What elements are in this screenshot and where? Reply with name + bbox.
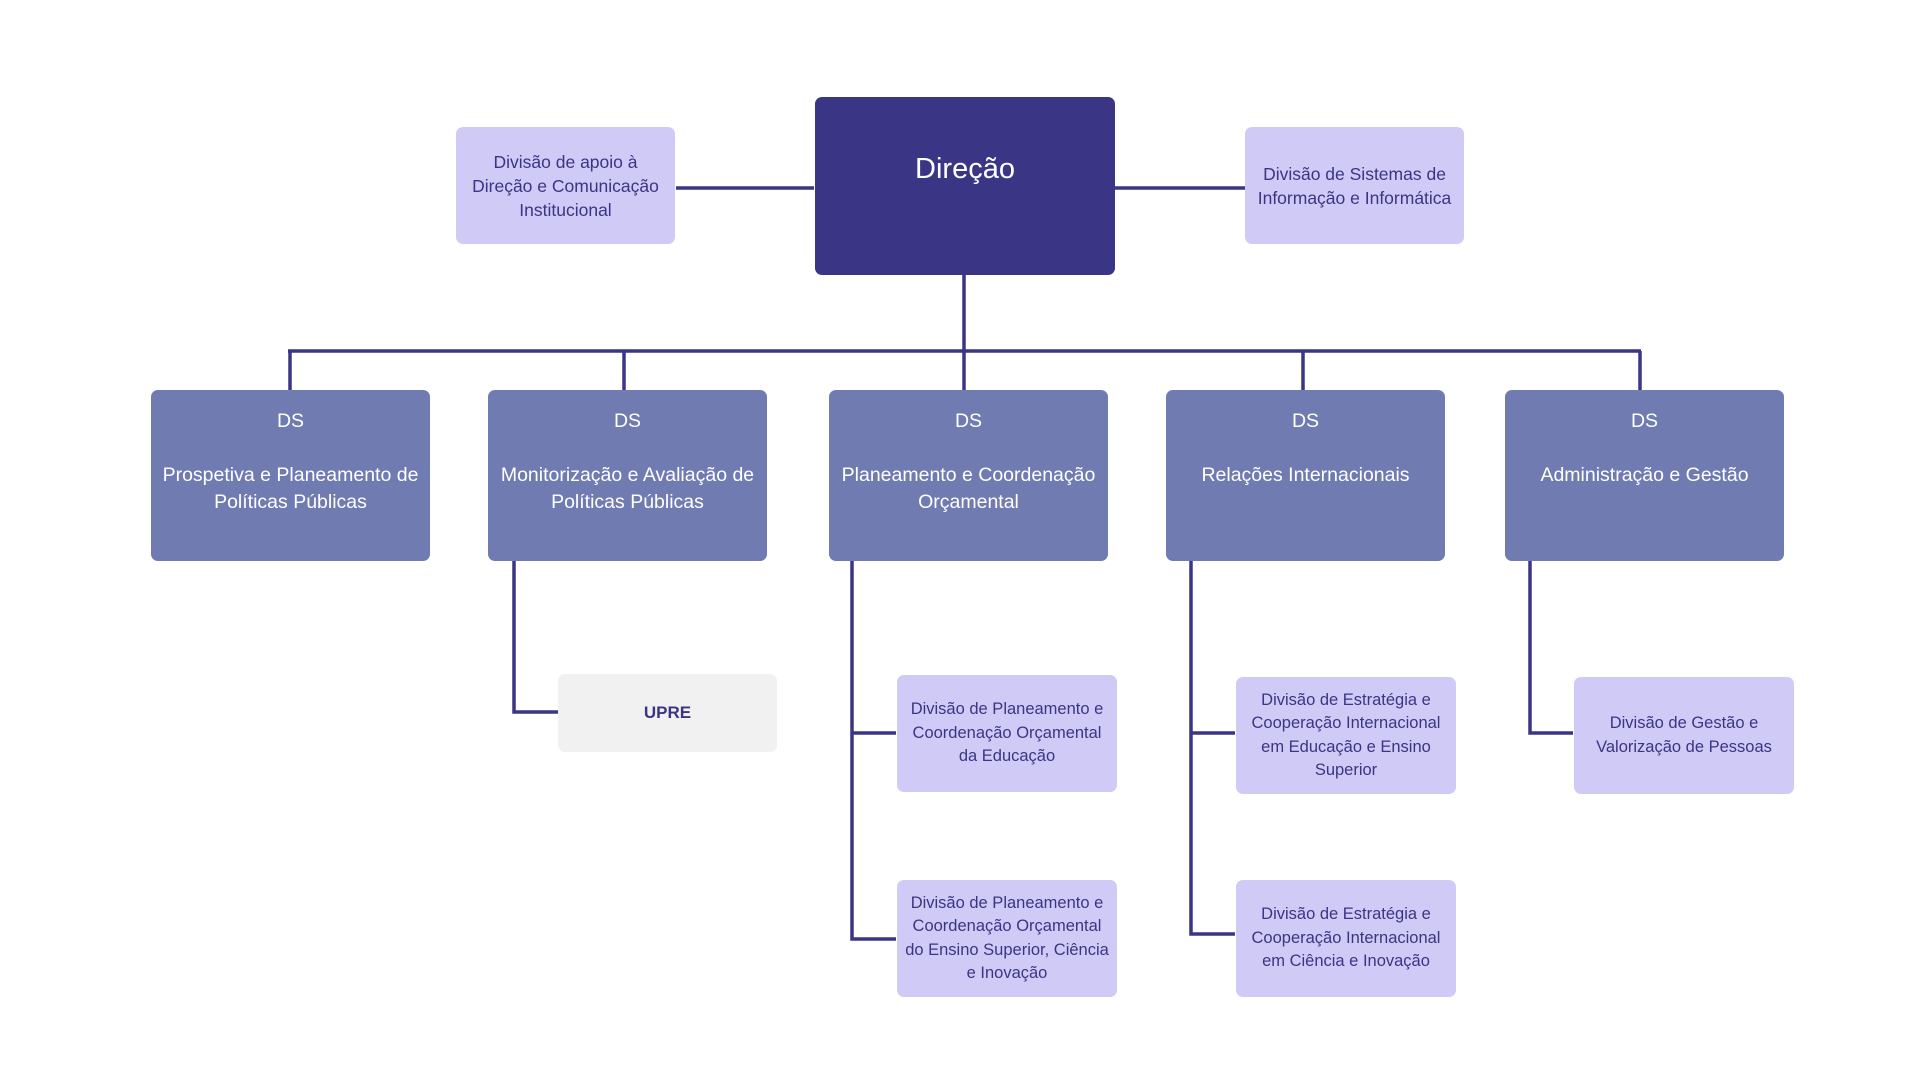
connector-ds3-units bbox=[850, 560, 896, 941]
ds-box-planeamento: DS Planeamento e Coordenação Orçamental bbox=[829, 390, 1108, 561]
ds-abbr: DS bbox=[954, 410, 983, 432]
ds-box-monitorizacao: DS Monitorização e Avaliação de Política… bbox=[488, 390, 767, 561]
ds-box-administracao: DS Administração e Gestão bbox=[1505, 390, 1784, 561]
ds-box-prospetiva: DS Prospetiva e Planeamento de Políticas… bbox=[151, 390, 430, 561]
ds-box-relacoes: DS Relações Internacionais bbox=[1166, 390, 1445, 561]
advisory-right-label: Divisão de Sistemas de Informação e Info… bbox=[1257, 163, 1452, 208]
unit-upre-label: UPRE bbox=[643, 703, 692, 722]
ds-name: Administração e Gestão bbox=[1540, 464, 1749, 486]
division-label: Divisão de Planeamento e Coordenação Orç… bbox=[905, 893, 1109, 983]
connector-ds5-units bbox=[1528, 560, 1573, 735]
advisory-right-box: Divisão de Sistemas de Informação e Info… bbox=[1245, 127, 1464, 244]
ds-name: Planeamento e Coordenação Orçamental bbox=[841, 464, 1096, 513]
ds-name: Monitorização e Avaliação de Políticas P… bbox=[500, 464, 755, 513]
division-box: Divisão de Estratégia e Cooperação Inter… bbox=[1236, 880, 1456, 997]
direcao-box: Direção bbox=[815, 97, 1115, 275]
connector-ds4-units bbox=[1189, 560, 1235, 936]
division-label: Divisão de Estratégia e Cooperação Inter… bbox=[1251, 905, 1441, 971]
division-label: Divisão de Estratégia e Cooperação Inter… bbox=[1251, 690, 1441, 780]
ds-abbr: DS bbox=[1630, 410, 1659, 432]
unit-upre: UPRE bbox=[558, 674, 777, 752]
ds-abbr: DS bbox=[276, 410, 305, 432]
connector-ds2-units bbox=[512, 560, 558, 714]
direcao-label: Direção bbox=[915, 153, 1015, 185]
division-box: Divisão de Planeamento e Coordenação Orç… bbox=[897, 880, 1117, 997]
ds-name: Prospetiva e Planeamento de Políticas Pú… bbox=[162, 464, 419, 513]
division-label: Divisão de Gestão e Valorização de Pesso… bbox=[1596, 714, 1772, 756]
division-box: Divisão de Gestão e Valorização de Pesso… bbox=[1574, 677, 1794, 794]
ds-name: Relações Internacionais bbox=[1201, 464, 1410, 486]
division-box: Divisão de Planeamento e Coordenação Orç… bbox=[897, 675, 1117, 792]
division-label: Divisão de Planeamento e Coordenação Orç… bbox=[910, 700, 1104, 766]
advisory-left-box: Divisão de apoio à Direção e Comunicação… bbox=[456, 127, 675, 244]
advisory-left-label: Divisão de apoio à Direção e Comunicação… bbox=[472, 151, 659, 220]
ds-abbr: DS bbox=[1291, 410, 1320, 432]
division-box: Divisão de Estratégia e Cooperação Inter… bbox=[1236, 677, 1456, 794]
ds-abbr: DS bbox=[613, 410, 642, 432]
